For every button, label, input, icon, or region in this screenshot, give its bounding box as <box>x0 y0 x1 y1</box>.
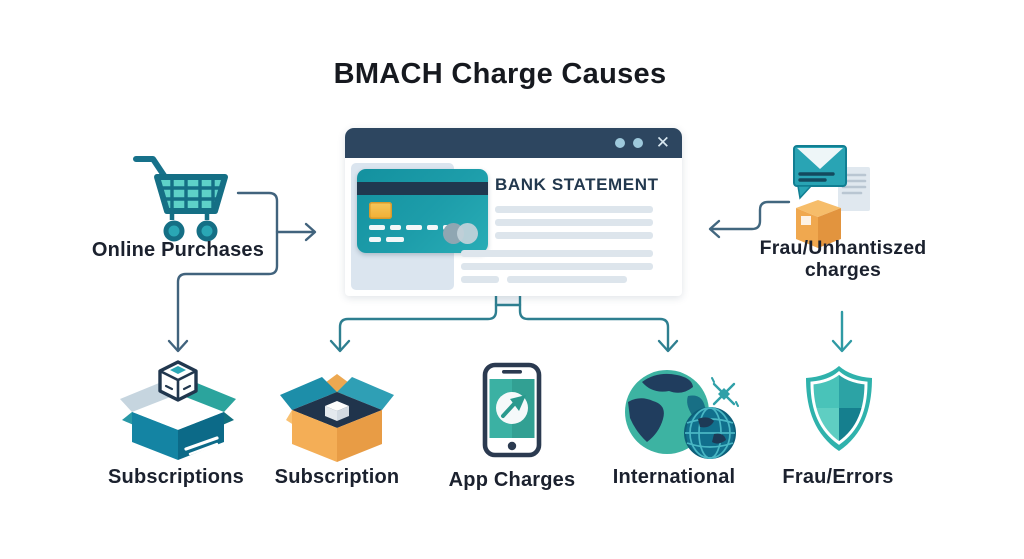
card-magnetic-stripe <box>357 182 488 195</box>
browser-window: ✕ BANK STATEMENT <box>345 128 682 296</box>
subscription-label: Subscription <box>274 466 400 488</box>
globe-icon <box>625 370 739 459</box>
international-label: International <box>612 466 736 488</box>
connector-online-purchases <box>167 191 317 353</box>
statement-line <box>461 263 653 270</box>
statement-line <box>495 219 653 226</box>
fraud-errors-label: Frau/Errors <box>782 466 894 488</box>
window-dot <box>633 138 643 148</box>
mail-and-package-icon <box>793 145 870 248</box>
card-chip <box>369 202 392 219</box>
message-envelope-icon <box>793 145 847 200</box>
smartphone-chart-icon <box>482 362 542 458</box>
statement-line <box>507 276 627 283</box>
statement-line <box>461 276 499 283</box>
open-box-teal-icon <box>120 360 236 460</box>
open-box-orange-icon <box>280 374 394 462</box>
close-icon: ✕ <box>655 133 670 152</box>
browser-titlebar: ✕ <box>345 128 682 158</box>
fraud-label-line2: charges <box>804 259 882 282</box>
shopping-cart-icon <box>133 156 228 242</box>
statement-line <box>495 206 653 213</box>
credit-card <box>357 169 488 253</box>
subscriptions-label: Subscriptions <box>108 466 244 488</box>
statement-line <box>461 250 653 257</box>
connector-fraud-to-shield <box>831 310 853 353</box>
app-charges-label: App Charges <box>448 469 576 491</box>
cube-icon <box>158 360 198 402</box>
connector-fraud-to-browser <box>708 200 791 239</box>
browser-content: BANK STATEMENT <box>345 158 682 296</box>
fraud-label-line1: Frau/Unhantiszed <box>759 237 927 259</box>
fraud-unauthorized-label: Frau/Unhantiszed charges <box>753 237 933 282</box>
statement-line <box>495 232 653 239</box>
sparkle-icon <box>711 377 739 407</box>
window-dot <box>615 138 625 148</box>
connector-browser-fork <box>329 290 679 353</box>
package-icon <box>796 200 841 248</box>
small-globe <box>684 407 736 459</box>
bank-statement-heading: BANK STATEMENT <box>495 175 659 194</box>
shield-icon <box>806 366 872 451</box>
online-purchases-label: Online Purchases <box>91 239 265 261</box>
card-logo-circle <box>457 223 478 244</box>
cube-icon <box>325 401 349 421</box>
page-title: BMACH Charge Causes <box>333 58 667 90</box>
